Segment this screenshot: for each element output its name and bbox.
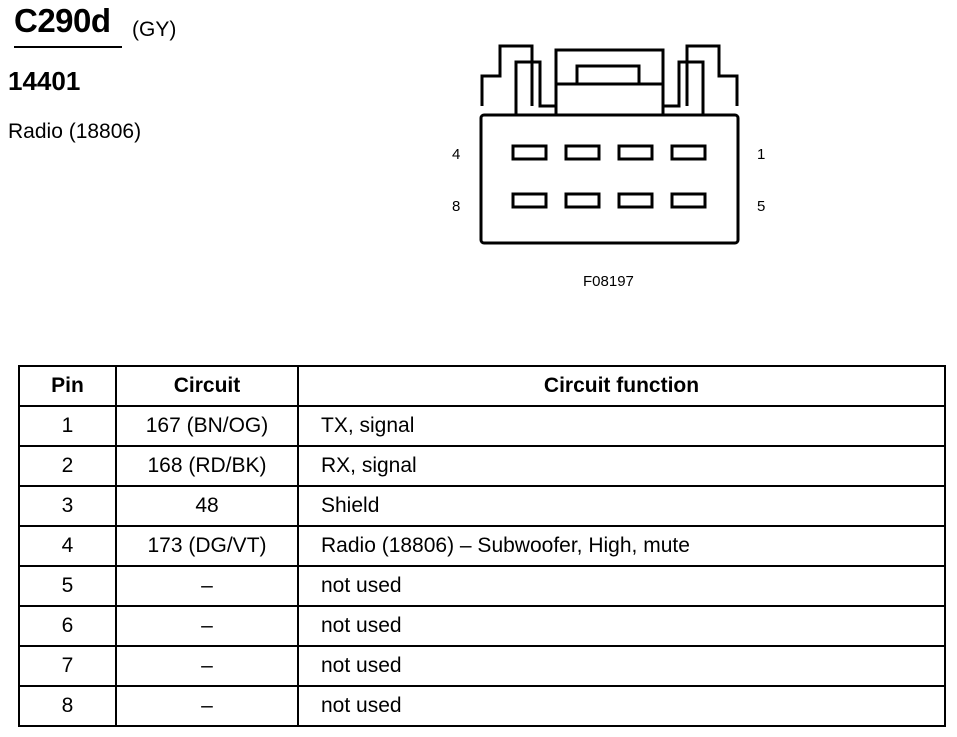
pin-label-1: 1 <box>757 146 765 163</box>
right-latch <box>685 44 739 106</box>
cell-function: Shield <box>297 485 946 527</box>
cell-pin: 1 <box>18 405 117 447</box>
cavity-8 <box>511 192 548 209</box>
connector-color: (GY) <box>132 18 177 41</box>
cell-function: RX, signal <box>297 445 946 487</box>
cavity-6 <box>617 192 654 209</box>
cell-circuit: 167 (BN/OG) <box>115 405 299 447</box>
cell-function: not used <box>297 645 946 687</box>
cell-pin: 3 <box>18 485 117 527</box>
connector-id: C290d <box>14 2 111 39</box>
part-number: 14401 <box>8 66 81 96</box>
cell-function: not used <box>297 605 946 647</box>
cell-function: TX, signal <box>297 405 946 447</box>
header-function: Circuit function <box>297 365 946 407</box>
cavity-grid <box>511 144 707 209</box>
figure-id: F08197 <box>583 273 634 290</box>
cavity-7 <box>564 192 601 209</box>
left-latch <box>480 44 534 106</box>
right-inner-latch <box>663 60 705 115</box>
cavity-5 <box>670 192 707 209</box>
cell-circuit: – <box>115 565 299 607</box>
cavity-4 <box>511 144 548 161</box>
cavity-1 <box>670 144 707 161</box>
connector-id-underline <box>14 46 122 48</box>
cell-function: not used <box>297 565 946 607</box>
cell-circuit: 168 (RD/BK) <box>115 445 299 487</box>
table-row: 7–not used <box>18 645 946 687</box>
cell-function: not used <box>297 685 946 727</box>
left-inner-latch <box>514 60 556 115</box>
pin-label-5: 5 <box>757 198 765 215</box>
component-name: Radio (18806) <box>8 120 142 143</box>
pin-label-4: 4 <box>452 146 460 163</box>
cell-pin: 4 <box>18 525 117 567</box>
cell-circuit: 48 <box>115 485 299 527</box>
table-row: 8–not used <box>18 685 946 727</box>
cell-pin: 5 <box>18 565 117 607</box>
header-pin: Pin <box>18 365 117 407</box>
cell-circuit: – <box>115 685 299 727</box>
header-circuit: Circuit <box>115 365 299 407</box>
connector-housing <box>479 44 740 245</box>
cell-pin: 2 <box>18 445 117 487</box>
cell-circuit: – <box>115 605 299 647</box>
table-row: 6–not used <box>18 605 946 647</box>
connector-face-diagram: 4 1 8 5 <box>452 44 765 245</box>
table-header-row: Pin Circuit Circuit function <box>18 365 946 407</box>
pin-label-8: 8 <box>452 198 460 215</box>
table-row: 5–not used <box>18 565 946 607</box>
cavity-3 <box>564 144 601 161</box>
cell-circuit: 173 (DG/VT) <box>115 525 299 567</box>
cell-pin: 7 <box>18 645 117 687</box>
cell-pin: 8 <box>18 685 117 727</box>
cell-pin: 6 <box>18 605 117 647</box>
cell-circuit: – <box>115 645 299 687</box>
connector-body <box>479 113 740 245</box>
cell-function: Radio (18806) – Subwoofer, High, mute <box>297 525 946 567</box>
cavity-2 <box>617 144 654 161</box>
center-lock-tab <box>575 64 641 86</box>
